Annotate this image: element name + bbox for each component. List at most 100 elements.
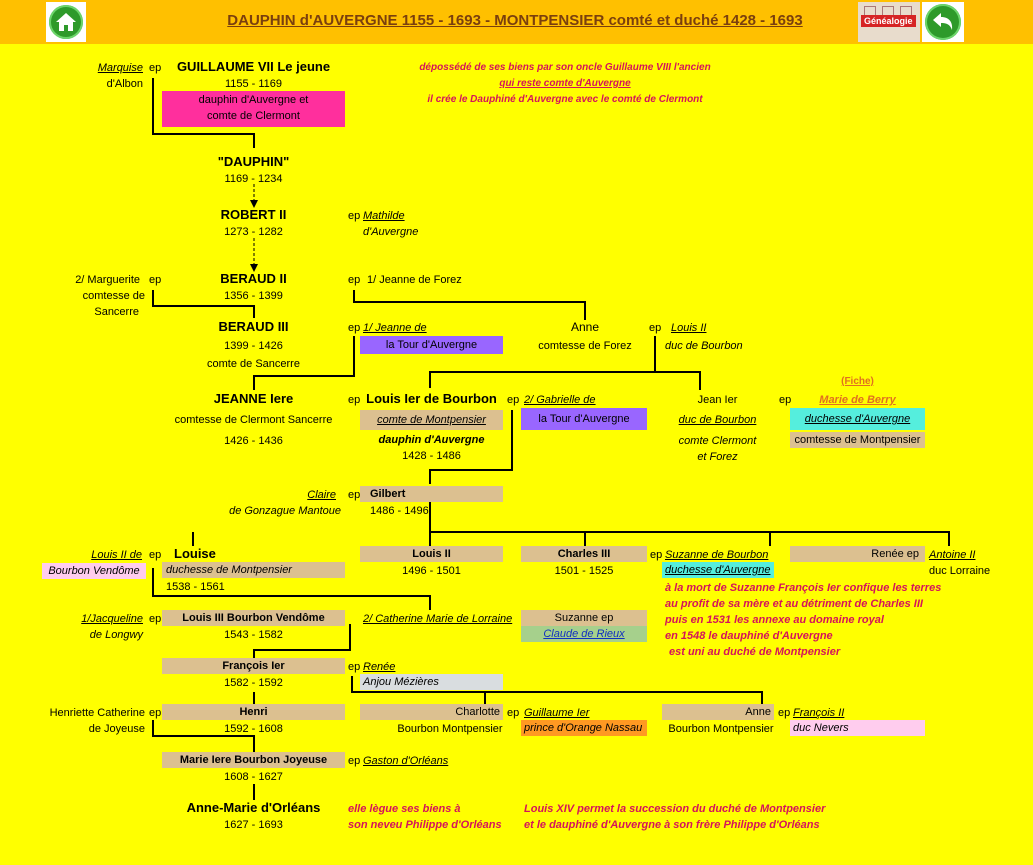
guillaume-note3: il crée le Dauphiné d'Auvergne avec le c… — [427, 94, 703, 105]
jean-spouse-t1[interactable]: duchesse d'Auvergne — [790, 408, 925, 430]
anne-spouse-a[interactable]: Louis II — [671, 322, 707, 334]
renee-spouse-a[interactable]: Antoine II — [929, 549, 976, 561]
louise-title: duchesse de Montpensier — [162, 562, 345, 578]
jean-ep: ep — [779, 394, 792, 406]
home-button[interactable] — [46, 2, 86, 42]
henri-spouse-a: Henriette Catherine — [49, 707, 145, 719]
beraud2-name: BERAUD II — [220, 271, 287, 286]
beraud2-ep2: ep — [149, 274, 162, 286]
annemarie-dates: 1627 - 1693 — [224, 819, 283, 831]
louis3-spouse2[interactable]: 2/ Catherine Marie de Lorraine — [363, 613, 513, 625]
anne2-spouse-a[interactable]: François II — [793, 707, 845, 719]
charles3-note1: à la mort de Suzanne François Ier confiq… — [665, 582, 942, 594]
gilbert-ep: ep — [348, 489, 361, 501]
anne-name: Anne — [570, 320, 600, 334]
charles3-spouse-b[interactable]: duchesse d'Auvergne — [662, 562, 774, 578]
anne2-name: Anne — [662, 704, 774, 720]
beraud2-ep1: ep — [348, 274, 361, 286]
charles3-note3: puis en 1531 les annexe au domaine royal — [665, 614, 884, 626]
jean-spouse[interactable]: Marie de Berry — [819, 394, 896, 406]
jeanne-title: comtesse de Clermont Sancerre — [174, 414, 333, 426]
robert-ep: ep — [348, 210, 361, 222]
suzanne-name: Suzanne ep — [521, 610, 647, 626]
beraud2-spouse1: 1/ Jeanne de Forez — [367, 274, 462, 286]
francois-ep: ep — [348, 661, 361, 673]
louise-name: Louise — [174, 546, 216, 561]
francois-dates: 1582 - 1592 — [224, 677, 283, 689]
guillaume-title2: comte de Clermont — [207, 110, 300, 122]
charlotte-spouse-a[interactable]: Guillaume Ier — [524, 707, 590, 719]
beraud3-ep: ep — [348, 322, 361, 334]
gilbert-spouse-a[interactable]: Claire — [307, 489, 336, 501]
logo-text: Généalogie — [861, 15, 916, 27]
henri-spouse-b: de Joyeuse — [88, 723, 145, 735]
guillaume-title1: dauphin d'Auvergne et — [198, 94, 309, 106]
marie-name: Marie Iere Bourbon Joyeuse — [162, 752, 345, 768]
charles3-name: Charles III — [521, 546, 647, 562]
annemarie-note4: et le dauphiné d'Auvergne à son frère Ph… — [524, 819, 820, 831]
jean-title3: et Forez — [697, 451, 738, 463]
beraud2-spouse2-c: Sancerre — [94, 306, 139, 318]
robert-spouse-a[interactable]: Mathilde — [363, 210, 405, 222]
beraud3-dates: 1399 - 1426 — [224, 340, 283, 352]
charlotte-title: Bourbon Montpensier — [397, 723, 503, 735]
annemarie-note2: son neveu Philippe d'Orléans — [348, 819, 502, 831]
beraud2-dates: 1356 - 1399 — [224, 290, 283, 302]
louis3-name: Louis III Bourbon Vendôme — [162, 610, 345, 626]
back-button[interactable] — [922, 2, 964, 42]
jean-name: Jean Ier — [697, 394, 738, 406]
louis3-ep: ep — [149, 613, 162, 625]
anne-spouse-b: duc de Bourbon — [665, 340, 743, 352]
renee-name: Renée ep — [790, 546, 925, 562]
gilbert-dates: 1486 - 1496 — [370, 505, 429, 517]
suzanne-spouse[interactable]: Claude de Rieux — [521, 626, 647, 642]
louis1-title2: dauphin d'Auvergne — [378, 434, 485, 446]
beraud2-spouse2-b: comtesse de — [82, 290, 145, 302]
louis3-dates: 1543 - 1582 — [224, 629, 283, 641]
louis1-title1[interactable]: comte de Montpensier — [360, 410, 503, 430]
home-icon — [49, 5, 83, 39]
beraud3-spouse-a[interactable]: 1/ Jeanne de — [363, 322, 427, 334]
renee-spouse-b: duc Lorraine — [929, 565, 991, 577]
charles3-note2: au profit de sa mère et au détriment de … — [665, 598, 923, 610]
charlotte-name: Charlotte — [360, 704, 503, 720]
robert-dates: 1273 - 1282 — [224, 226, 283, 238]
francois-spouse-b: Anjou Mézières — [360, 674, 503, 690]
louise-dates: 1538 - 1561 — [166, 581, 225, 593]
charles3-note4: en 1548 le dauphiné d'Auvergne — [665, 630, 833, 642]
jean-title1[interactable]: duc de Bourbon — [678, 414, 757, 426]
guillaume-note1: dépossédé de ses biens par son oncle Gui… — [419, 62, 711, 73]
charlotte-spouse-b: prince d'Orange Nassau — [521, 720, 647, 736]
dauphin-dates: 1169 - 1234 — [224, 173, 283, 185]
annemarie-name: Anne-Marie d'Orléans — [186, 800, 321, 815]
guillaume-title-box: dauphin d'Auvergne et comte de Clermont — [162, 91, 345, 127]
marie-spouse[interactable]: Gaston d'Orléans — [363, 755, 449, 767]
robert-spouse-b: d'Auvergne — [363, 226, 419, 238]
header-bar: DAUPHIN d'AUVERGNE 1155 - 1693 - MONTPEN… — [0, 0, 1033, 44]
jean-fiche-link[interactable]: (Fiche) — [841, 376, 874, 387]
louis3-spouse-b: de Longwy — [89, 629, 143, 641]
jean-title2: comte Clermont — [678, 435, 757, 447]
francois-spouse-a[interactable]: Renée — [363, 661, 396, 673]
beraud3-title: comte de Sancerre — [207, 358, 300, 370]
charles3-spouse-a[interactable]: Suzanne de Bourbon — [665, 549, 769, 561]
louise-spouse-a[interactable]: Louis II de — [91, 549, 142, 561]
page-title: DAUPHIN d'AUVERGNE 1155 - 1693 - MONTPEN… — [227, 12, 803, 29]
anne2-title: Bourbon Montpensier — [668, 723, 774, 735]
henri-ep: ep — [149, 707, 162, 719]
beraud3-spouse-b: la Tour d'Auvergne — [360, 336, 503, 354]
guillaume-spouse-a[interactable]: Marquise — [97, 62, 143, 74]
jean-spouse-t2: comtesse de Montpensier — [790, 432, 925, 448]
jeanne-dates: 1426 - 1436 — [224, 435, 283, 447]
genealogy-logo[interactable]: Généalogie — [858, 2, 920, 42]
jeanne-name: JEANNE Iere — [213, 391, 294, 406]
louis3-spouse-a[interactable]: 1/Jacqueline — [81, 613, 143, 625]
louis1-spouse-a[interactable]: 2/ Gabrielle de — [524, 394, 596, 406]
beraud3-name: BERAUD III — [218, 319, 289, 334]
henri-dates: 1592 - 1608 — [224, 723, 283, 735]
dauphin-name: "DAUPHIN" — [217, 154, 290, 169]
guillaume-ep: ep — [149, 62, 162, 74]
francois-name: François Ier — [162, 658, 345, 674]
anne2-ep: ep — [778, 707, 791, 719]
